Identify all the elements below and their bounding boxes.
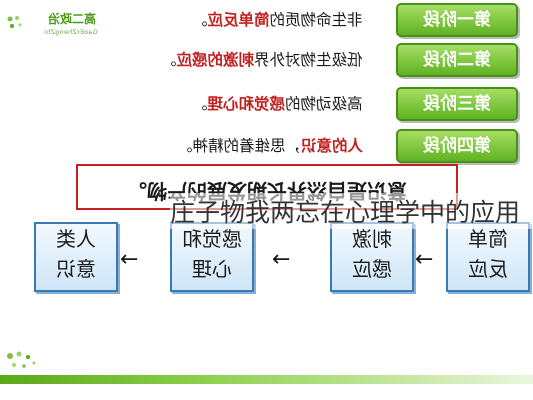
logo-dots-icon bbox=[7, 16, 22, 28]
arrow-left-icon: ← bbox=[272, 247, 291, 272]
stage-row-4: 人的意识，思维着的精神。 第四阶段 bbox=[0, 128, 533, 163]
stage-4-description: 人的意识，思维着的精神。 bbox=[176, 137, 363, 155]
stage-row-1: 非生命物质的简单反应。 第一阶段 bbox=[0, 2, 533, 37]
footer-bar bbox=[0, 375, 533, 384]
arrow-left-icon: ← bbox=[415, 247, 434, 272]
overlay-caption: 庄子物我两忘在心理学中的应用 bbox=[170, 193, 532, 229]
stage-row-2: 低级生物对外界刺激的感应。 第二阶段 bbox=[0, 42, 533, 77]
stage-3-description: 高级动物的感觉和心理。 bbox=[192, 95, 363, 113]
footer-dots-icon bbox=[7, 351, 36, 368]
flow-box-stimulus-response: 刺激 感应 bbox=[330, 222, 414, 292]
stage-1-button[interactable]: 第一阶段 bbox=[396, 3, 518, 37]
flow-box-sensation-psychology: 感觉和 心理 bbox=[170, 222, 254, 292]
stage-2-description: 低级生物对外界刺激的感应。 bbox=[161, 51, 363, 69]
flow-box-simple-reaction: 简单 反应 bbox=[446, 222, 530, 292]
logo: 高二政治 GaoErZhengZhi bbox=[6, 4, 98, 44]
stage-4-button[interactable]: 第四阶段 bbox=[396, 129, 518, 163]
stage-3-button[interactable]: 第三阶段 bbox=[396, 87, 518, 121]
stage-2-button[interactable]: 第二阶段 bbox=[396, 43, 518, 77]
arrow-left-icon: ← bbox=[120, 247, 139, 272]
flow-box-human-consciousness: 人类 意识 bbox=[34, 222, 118, 292]
stage-1-description: 非生命物质的简单反应。 bbox=[192, 11, 363, 29]
stage-row-3: 高级动物的感觉和心理。 第三阶段 bbox=[0, 86, 533, 121]
